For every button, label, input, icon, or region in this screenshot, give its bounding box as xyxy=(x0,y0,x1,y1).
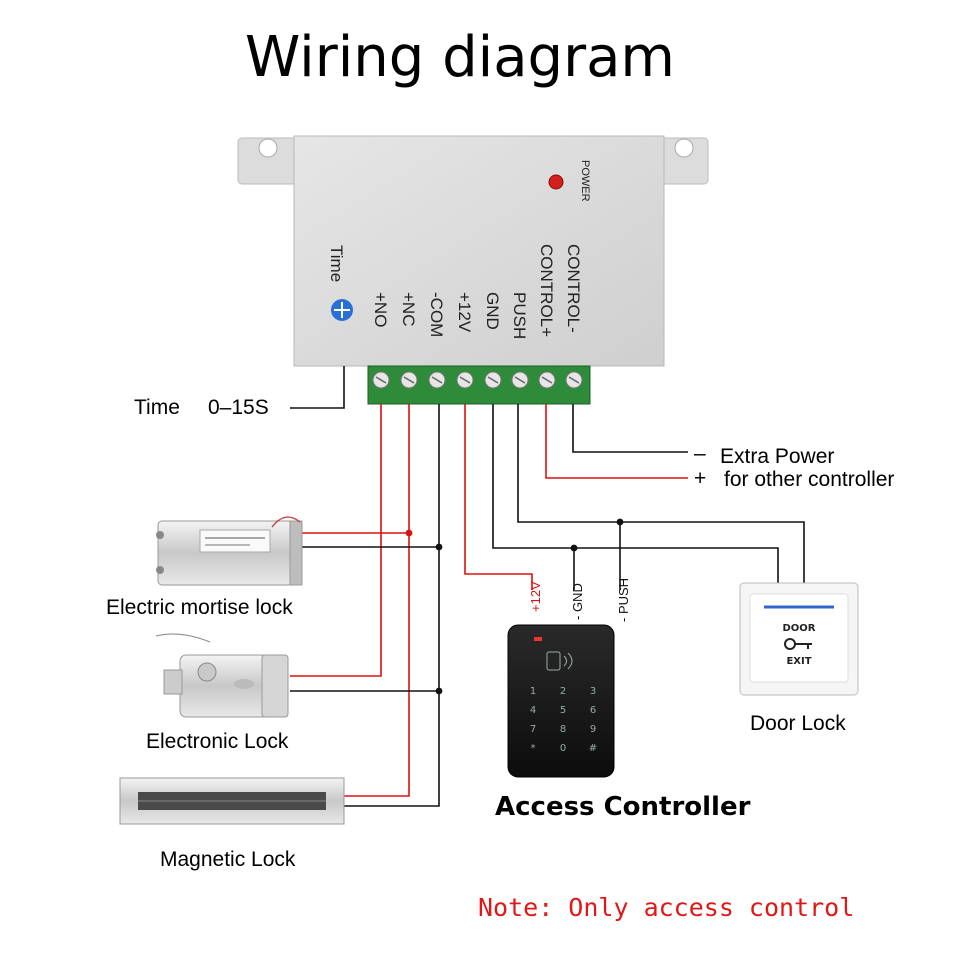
terminal-label: -COM xyxy=(427,292,446,337)
mortise-lock-image xyxy=(156,516,303,586)
power-label: POWER xyxy=(579,160,591,202)
keypad-key[interactable]: 4 xyxy=(530,705,536,716)
exit-button-image: DOOR EXIT xyxy=(739,582,859,696)
power-led xyxy=(548,174,564,190)
terminal-screw[interactable] xyxy=(428,371,446,389)
terminal-label: CONTROL- xyxy=(564,244,583,333)
wire-label-12v: +12V xyxy=(528,581,543,612)
exit-button-top: DOOR xyxy=(782,623,815,634)
mortise-lock-label: Electric mortise lock xyxy=(106,596,293,619)
keypad-key[interactable]: 2 xyxy=(560,686,566,697)
wire-label-gnd: - GND xyxy=(570,583,585,620)
keypad-key[interactable]: 1 xyxy=(530,686,536,697)
keypad-key[interactable]: 9 xyxy=(590,724,596,735)
terminal-label: GND xyxy=(483,292,502,330)
note-text: Note: Only access control xyxy=(478,893,854,922)
terminal-screw[interactable] xyxy=(538,371,556,389)
terminal-label: CONTROL+ xyxy=(537,244,556,337)
terminal-screw[interactable] xyxy=(511,371,529,389)
key-icon xyxy=(784,638,812,650)
extra-power-label: – Extra Power + for other controller xyxy=(694,442,894,491)
keypad-key[interactable]: 6 xyxy=(590,705,596,716)
minus-sign: – xyxy=(694,442,706,465)
card-reader-icon xyxy=(546,651,573,671)
keypad-key[interactable]: 0 xyxy=(560,743,566,754)
keypad-key[interactable]: 7 xyxy=(530,724,536,735)
terminal-screw[interactable] xyxy=(456,371,474,389)
time-range-label: Time xyxy=(134,396,180,419)
time-knob-label: Time xyxy=(327,245,346,282)
wires xyxy=(290,404,805,807)
terminal-screw[interactable] xyxy=(484,371,502,389)
door-lock-label: Door Lock xyxy=(750,712,846,735)
exit-button-bottom: EXIT xyxy=(786,656,811,667)
keypad-key[interactable]: 5 xyxy=(560,705,566,716)
terminal-screw[interactable] xyxy=(400,371,418,389)
terminal-label: PUSH xyxy=(510,292,529,339)
diagram-title: Wiring diagram xyxy=(245,25,675,90)
access-controller-label: Access Controller xyxy=(495,792,751,822)
magnetic-lock-label: Magnetic Lock xyxy=(160,848,296,871)
terminal-strip xyxy=(367,365,591,405)
time-range: Time 0–15S xyxy=(134,366,345,419)
terminal-screw[interactable] xyxy=(565,371,583,389)
keypad-key[interactable]: # xyxy=(589,743,597,754)
access-controller-image: 1 2 3 4 5 6 7 8 9 * 0 # xyxy=(507,624,615,778)
magnetic-lock-image xyxy=(119,777,345,825)
keypad-key[interactable]: 3 xyxy=(590,686,596,697)
terminal-label: +NO xyxy=(371,292,390,327)
wire-label-push: - PUSH xyxy=(616,578,631,622)
extra-power-line2: for other controller xyxy=(724,468,894,491)
terminal-label: +NC xyxy=(399,292,418,326)
power-controller: POWER Time +NO +NC -COM +12V GND PUSH CONTROL+… xyxy=(237,135,709,367)
terminal-screw[interactable] xyxy=(372,371,390,389)
terminal-label: +12V xyxy=(455,292,474,333)
electronic-lock-label: Electronic Lock xyxy=(146,730,289,753)
plus-sign: + xyxy=(694,467,706,490)
keypad-key[interactable]: 8 xyxy=(560,724,566,735)
extra-power-line1: Extra Power xyxy=(720,445,834,468)
time-range-value: 0–15S xyxy=(208,396,269,419)
time-knob[interactable] xyxy=(331,299,353,321)
keypad-key[interactable]: * xyxy=(531,743,536,754)
electronic-lock-image xyxy=(155,633,289,718)
